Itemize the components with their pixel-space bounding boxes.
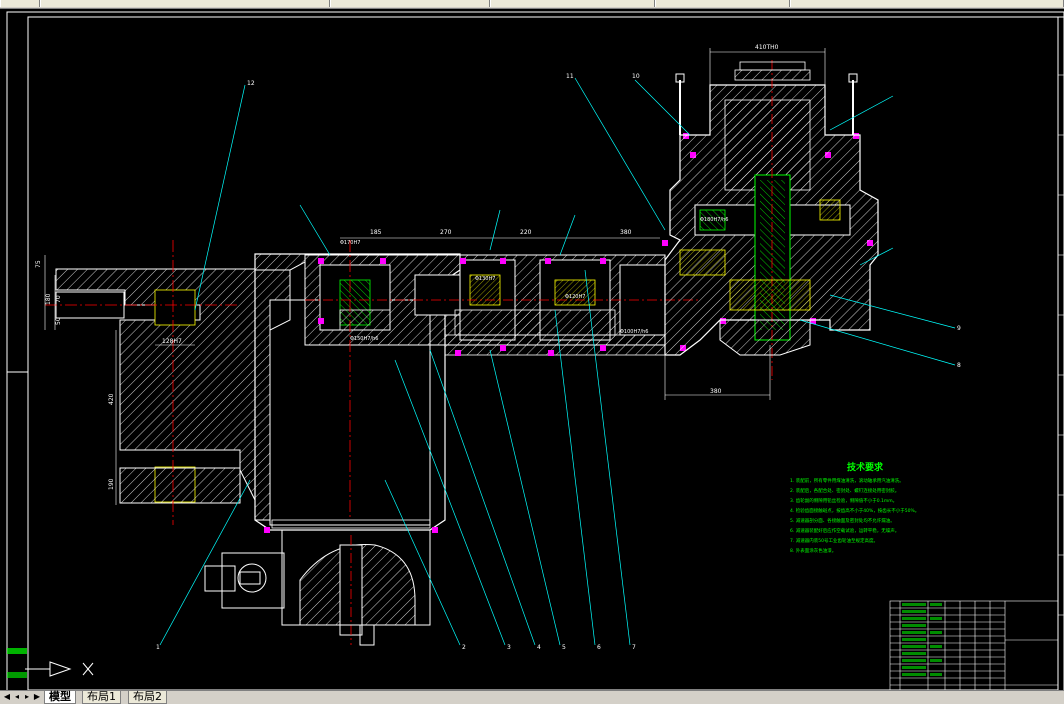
dimension-lines: [44, 48, 826, 505]
toolbar-segment-1[interactable]: [0, 0, 40, 7]
technical-requirements: 技术要求 1. 装配前，所有零件用煤油清洗，滚动轴承用汽油清洗。 2. 装配后，…: [790, 461, 919, 554]
dim-190: 190: [108, 478, 115, 490]
part-number-5: 5: [562, 644, 566, 651]
dim-70: 70: [55, 295, 62, 303]
part-number-10: 10: [632, 73, 640, 80]
tab-nav-next-icon[interactable]: ▸: [24, 692, 29, 701]
part-number-12: 12: [247, 80, 255, 87]
toolbar-segment-6[interactable]: [790, 0, 1064, 7]
part-number-7: 7: [632, 644, 636, 651]
part-number-1: 1: [156, 644, 160, 651]
dim-410: 410TH0: [755, 44, 779, 51]
part-number-9: 9: [957, 325, 961, 332]
tab-layout2[interactable]: 布局2: [128, 691, 167, 704]
tab-nav-last-icon[interactable]: ▶: [33, 692, 41, 701]
toolbar-segment-3[interactable]: [330, 0, 490, 7]
tech-note-1: 1. 装配前，所有零件用煤油清洗，滚动轴承用汽油清洗。: [790, 477, 904, 484]
part-numbers: 1 2 3 4 5 6 7 8 9 10 11 12: [156, 73, 961, 651]
part-number-6: 6: [597, 644, 601, 651]
fit-label-3: Φ130H7: [475, 276, 495, 282]
tab-model[interactable]: 模型: [44, 691, 76, 704]
bottom-hub-section: [281, 529, 431, 646]
fit-label-1: Φ170H7: [340, 240, 360, 246]
dim-380b: 380: [710, 388, 722, 395]
fit-label-4: Φ100H7/h6: [620, 329, 648, 335]
dim-420: 420: [108, 393, 115, 405]
part-number-4: 4: [537, 644, 541, 651]
part-number-8: 8: [957, 362, 961, 369]
fit-labels: Φ170H7 Φ150H7/h6 Φ130H7 Φ100H7/h6 Φ120H7…: [340, 217, 728, 342]
tech-note-2: 2. 装配后，各配合处、密封处、螺钉连接处用密封胶。: [790, 487, 899, 494]
part-number-2: 2: [462, 644, 466, 651]
dim-220: 220: [520, 229, 532, 236]
tab-nav-prev-icon[interactable]: ◂: [14, 692, 19, 701]
side-status-marker-2: [7, 672, 27, 678]
dimension-texts: 410TH0 185 270 220 380 380 128H7 75 180 …: [35, 44, 779, 490]
centerlines: [45, 240, 351, 525]
tech-title: 技术要求: [847, 461, 884, 473]
fit-label-5: Φ120H7: [565, 294, 585, 300]
tech-note-4: 4. 检验齿面接触斑点，按齿高不小于40%，按齿长不小于50%。: [790, 507, 919, 514]
title-block: [889, 600, 1059, 690]
horizontal-shaft-assembly: [304, 254, 700, 356]
layout-tab-bar: ◀ ◂ ▸ ▶ 模型 布局1 布局2: [0, 690, 1064, 704]
fit-label-6: Φ180H7/h6: [700, 217, 728, 223]
dim-128: 128H7: [162, 338, 182, 345]
toolbar-segment-5[interactable]: [655, 0, 790, 7]
tab-layout1[interactable]: 布局1: [82, 691, 121, 704]
title-block-fill: [902, 603, 942, 676]
part-number-11: 11: [566, 73, 574, 80]
dim-75: 75: [35, 260, 42, 268]
toolbar-segment-2[interactable]: [40, 0, 330, 7]
dim-50: 50: [55, 317, 62, 325]
frame-zone-ticks: [1058, 74, 1064, 616]
dim-180: 180: [45, 293, 52, 305]
tech-note-5: 5. 减速器剖分面、各接触面及密封处均不允许漏油。: [790, 517, 895, 524]
drawing-frame: [6, 11, 1064, 690]
tech-note-3: 3. 齿轮副的侧隙用铅丝检验，侧隙值不小于0.1mm。: [790, 497, 897, 504]
ucs-icon: [25, 661, 94, 677]
right-gear-housing: [664, 60, 879, 380]
motor-side-view: [204, 552, 285, 609]
toolbar-segment-4[interactable]: [490, 0, 655, 7]
drawing-canvas[interactable]: 410TH0 185 270 220 380 380 128H7 75 180 …: [0, 8, 1064, 690]
tech-note-8: 8. 外表面涂灰色油漆。: [790, 547, 836, 554]
dim-380: 380: [620, 229, 632, 236]
fit-label-2: Φ150H7/h6: [350, 336, 378, 342]
part-number-3: 3: [507, 644, 511, 651]
dim-185: 185: [370, 229, 382, 236]
leader-lines: [159, 77, 956, 646]
dim-270: 270: [440, 229, 452, 236]
tech-note-6: 6. 减速器装配好后应作空载试验，运转平稳，无噪声。: [790, 527, 899, 534]
side-status-marker: [7, 648, 27, 654]
tech-note-7: 7. 减速器内装50号工业齿轮油至规定高度。: [790, 537, 878, 544]
cad-drawing: 410TH0 185 270 220 380 380 128H7 75 180 …: [6, 11, 1064, 690]
top-toolbar: [0, 0, 1064, 9]
left-flange-arm: [55, 253, 306, 521]
tab-nav-first-icon[interactable]: ◀: [3, 692, 11, 701]
